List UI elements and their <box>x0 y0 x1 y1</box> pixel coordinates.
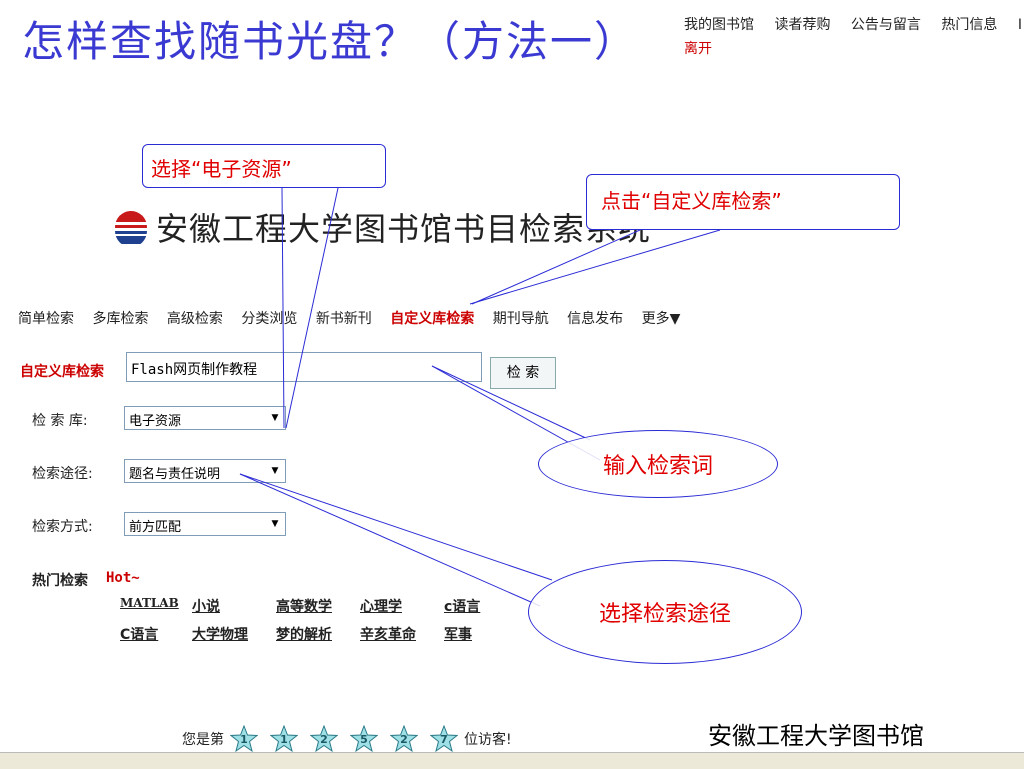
library-header: 安徽工程大学图书馆书目检索系统 <box>114 204 651 250</box>
search-label: 自定义库检索 <box>20 364 104 380</box>
library-logo-icon <box>115 211 147 244</box>
star-icon: 7 <box>430 725 458 753</box>
nav-hot-info[interactable]: 热门信息 <box>941 17 998 33</box>
star-icon: 2 <box>310 725 338 753</box>
visitor-digit: 2 <box>400 733 408 746</box>
search-path-label: 检索途径: <box>32 466 93 482</box>
top-nav: 我的图书馆 读者荐购 公告与留言 热门信息 I <box>684 14 1024 34</box>
database-select-value: 电子资源 <box>129 414 182 429</box>
tab-advanced-search[interactable]: 高级检索 <box>166 311 223 327</box>
hot-link[interactable]: 大学物理 <box>192 627 248 643</box>
visitor-digit: 1 <box>240 733 248 746</box>
tab-info-release[interactable]: 信息发布 <box>567 311 624 327</box>
visitor-digit: 7 <box>440 733 448 746</box>
tab-multi-db-search[interactable]: 多库检索 <box>92 311 149 327</box>
nav-notice[interactable]: 公告与留言 <box>850 17 921 33</box>
annotation-choose-db: 选择“电子资源” <box>142 144 386 188</box>
annotation-input-term: 输入检索词 <box>538 430 778 498</box>
hot-link[interactable]: 军事 <box>444 627 472 643</box>
hot-link[interactable]: 梦的解析 <box>276 627 332 643</box>
search-input[interactable]: Flash网页制作教程 <box>126 352 482 382</box>
star-icon: 1 <box>270 725 298 753</box>
visitor-digit: 2 <box>320 733 328 746</box>
hot-link[interactable]: 高等数学 <box>276 599 332 615</box>
search-mode-select-value: 前方匹配 <box>129 520 182 535</box>
search-mode-select[interactable]: 前方匹配 ▼ <box>124 512 286 536</box>
star-icon: 1 <box>230 725 258 753</box>
database-select[interactable]: 电子资源 ▼ <box>124 406 286 430</box>
leave-link[interactable]: 离开 <box>684 41 712 57</box>
database-label: 检 索 库: <box>32 413 88 429</box>
hot-link[interactable]: 小说 <box>192 599 220 615</box>
hot-tag: Hot~ <box>106 570 140 586</box>
tab-custom-db-search[interactable]: 自定义库检索 <box>390 311 475 327</box>
visitor-counter: 您是第 1 1 2 5 2 7 位访客! <box>182 725 512 753</box>
hot-link[interactable]: MATLAB <box>120 596 179 610</box>
star-icon: 2 <box>390 725 418 753</box>
nav-recommend[interactable]: 读者荐购 <box>774 17 831 33</box>
hot-link[interactable]: 心理学 <box>360 599 402 615</box>
annotation-choose-path: 选择检索途径 <box>528 560 802 664</box>
search-button[interactable]: 检 索 <box>490 357 556 389</box>
nav-more[interactable]: I <box>1017 17 1022 33</box>
star-icon: 5 <box>350 725 378 753</box>
visitor-digit: 1 <box>280 733 288 746</box>
dropdown-arrow-icon[interactable]: ▼ <box>271 413 279 423</box>
search-path-select-value: 题名与责任说明 <box>129 467 221 482</box>
dropdown-arrow-icon[interactable]: ▼ <box>271 466 279 476</box>
tab-more[interactable]: 更多▼ <box>641 311 681 327</box>
search-path-select[interactable]: 题名与责任说明 ▼ <box>124 459 286 483</box>
search-tabs: 简单检索 多库检索 高级检索 分类浏览 新书新刊 自定义库检索 期刊导航 信息发… <box>18 308 694 328</box>
tab-simple-search[interactable]: 简单检索 <box>18 311 74 327</box>
library-title: 安徽工程大学图书馆书目检索系统 <box>156 210 652 248</box>
nav-my-library[interactable]: 我的图书馆 <box>684 17 754 33</box>
hot-link[interactable]: c语言 <box>444 599 481 615</box>
visitor-suffix: 位访客! <box>464 732 512 748</box>
hot-link[interactable]: C语言 <box>120 627 159 643</box>
footer-library-name: 安徽工程大学图书馆 <box>708 722 924 750</box>
tab-journal-nav[interactable]: 期刊导航 <box>492 311 549 327</box>
hot-link[interactable]: 辛亥革命 <box>360 627 416 643</box>
slide-title: 怎样查找随书光盘？（方法一） <box>22 17 639 66</box>
annotation-click-custom: 点击“自定义库检索” <box>586 174 900 230</box>
hot-search-label: 热门检索 <box>32 573 88 589</box>
tab-new-books[interactable]: 新书新刊 <box>315 311 372 327</box>
dropdown-arrow-icon[interactable]: ▼ <box>271 519 279 529</box>
visitor-digit: 5 <box>360 733 368 746</box>
search-mode-label: 检索方式: <box>32 519 93 535</box>
visitor-prefix: 您是第 <box>182 732 224 748</box>
browser-status-bar <box>0 752 1024 769</box>
